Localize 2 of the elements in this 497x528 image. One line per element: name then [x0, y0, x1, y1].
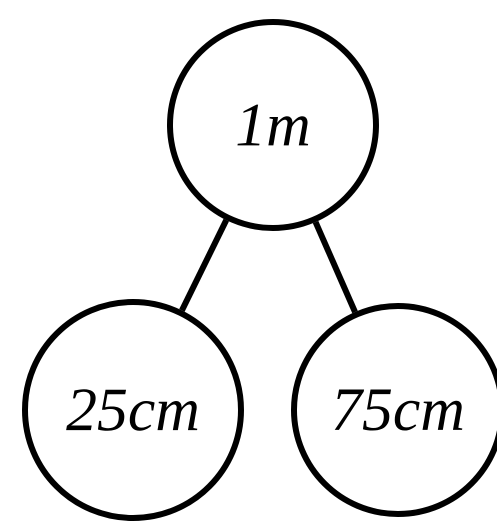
connector-line: [179, 218, 229, 312]
connector-line: [312, 220, 358, 314]
